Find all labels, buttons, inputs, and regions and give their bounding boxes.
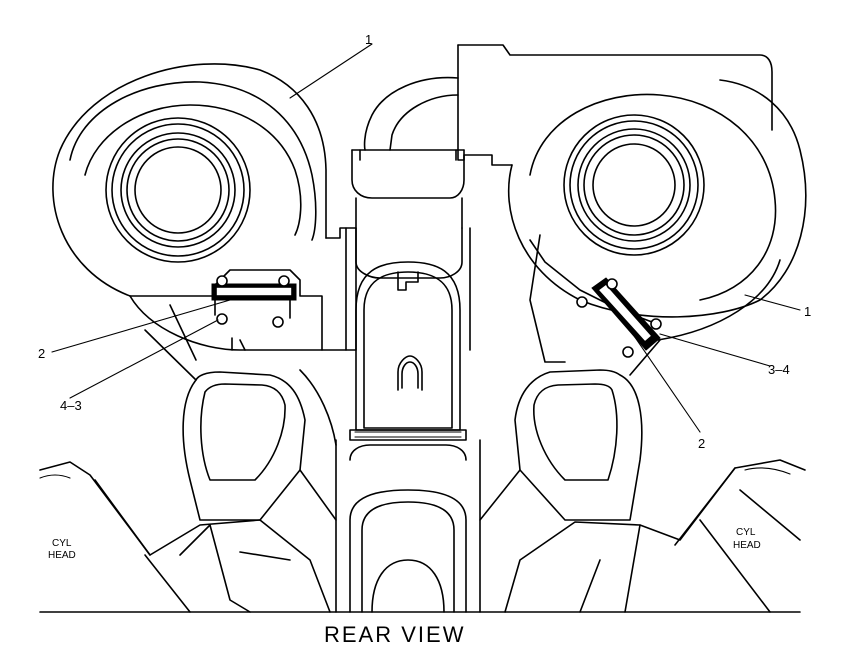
cyl-head-left-line2: HEAD bbox=[48, 550, 76, 561]
callout-left-bolts: 4–3 bbox=[60, 398, 82, 413]
leader-lines bbox=[51, 43, 801, 433]
left-v-band-clamp bbox=[211, 275, 297, 328]
cyl-head-right-line2: HEAD bbox=[733, 540, 761, 551]
callout-right-bolts: 3–4 bbox=[768, 362, 790, 377]
left-cylinder-head bbox=[39, 461, 331, 613]
callout-left-clamp: 2 bbox=[38, 346, 45, 361]
right-cylinder-head bbox=[504, 459, 806, 613]
callout-left-turbo: 1 bbox=[365, 32, 372, 47]
cyl-head-right-line1: CYL bbox=[736, 527, 756, 538]
callout-right-turbo: 1 bbox=[804, 304, 811, 319]
right-exhaust-manifold bbox=[514, 339, 661, 521]
callout-right-clamp: 2 bbox=[698, 436, 705, 451]
center-exhaust-elbow bbox=[345, 76, 471, 441]
left-exhaust-manifold bbox=[144, 304, 337, 521]
cyl-head-left-line1: CYL bbox=[52, 538, 72, 549]
right-v-band-clamp bbox=[576, 277, 662, 358]
center-exhaust-pipe bbox=[299, 439, 521, 613]
view-title: REAR VIEW bbox=[324, 622, 465, 647]
